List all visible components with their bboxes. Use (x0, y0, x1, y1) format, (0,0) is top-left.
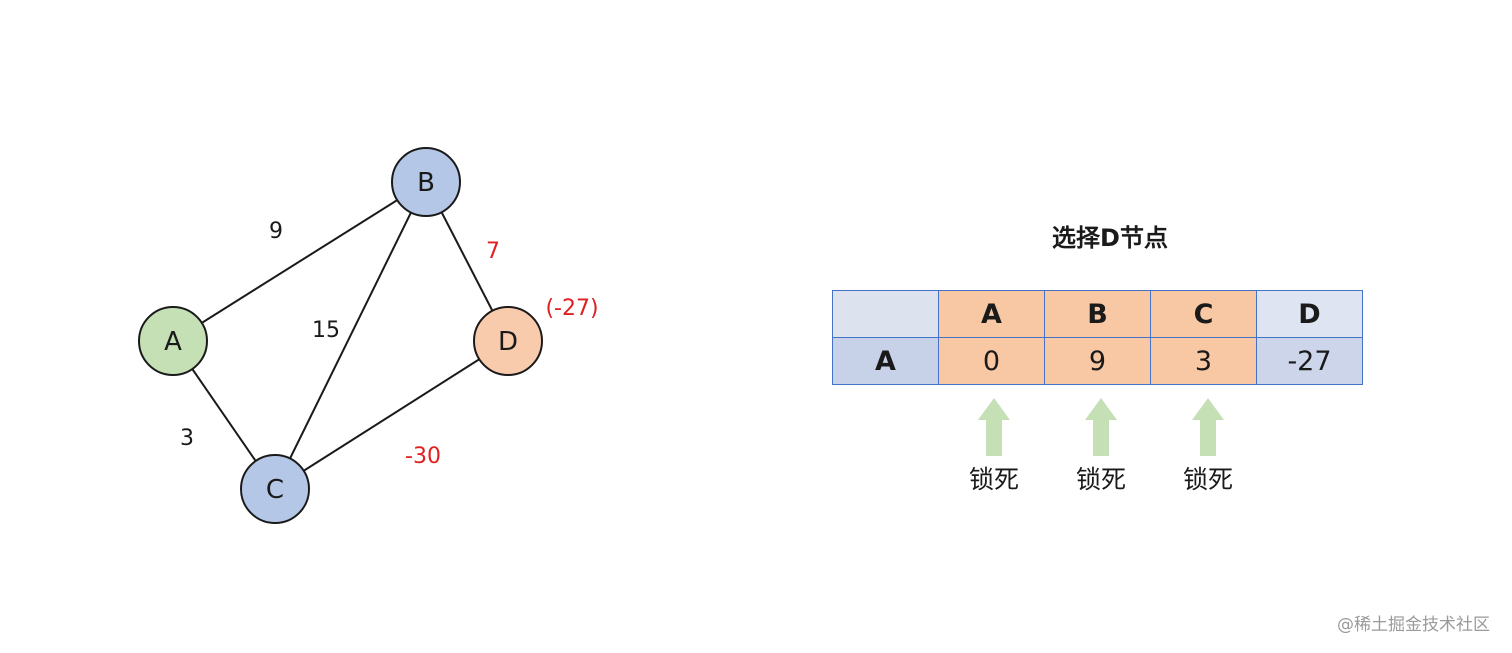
lock-label: 锁死 (1182, 465, 1233, 494)
table-corner-cell (832, 290, 939, 338)
node-circle (240, 454, 310, 524)
lock-label: 锁死 (968, 465, 1019, 494)
node-circle (391, 147, 461, 217)
edge-a-b (172, 181, 427, 342)
edge-weight-c-d: -30 (405, 444, 441, 469)
watermark: @稀土掘金技术社区 (1337, 615, 1490, 635)
edge-c-d (274, 340, 509, 490)
node-label: B (417, 168, 435, 198)
table-header-d: D (1256, 290, 1363, 338)
edge-weight-a-b: 9 (269, 219, 283, 244)
node-b: B (391, 147, 461, 217)
node-a: A (138, 306, 208, 376)
node-circle (138, 306, 208, 376)
node-d-annotation: (-27) (545, 296, 598, 321)
edge-weight-b-d: 7 (486, 239, 500, 264)
table-cell-d: -27 (1256, 337, 1363, 385)
node-label: C (266, 475, 284, 505)
lock-marker-b: 锁死 (1061, 398, 1141, 496)
edge-weight-a-c: 3 (180, 426, 194, 451)
node-label: D (498, 327, 518, 357)
table-header-c: C (1150, 290, 1257, 338)
table-cell-a: 0 (938, 337, 1045, 385)
node-d: D (473, 306, 543, 376)
edge-weight-b-c: 15 (312, 318, 340, 343)
edge-b-c (274, 181, 427, 490)
table-header-b: B (1044, 290, 1151, 338)
table-row: A 0 9 3 -27 (832, 337, 1363, 385)
node-c: C (240, 454, 310, 524)
table-header-row: A B C D (832, 290, 1363, 338)
distance-table: A B C D A 0 9 3 -27 (832, 290, 1363, 385)
table-cell-b: 9 (1044, 337, 1151, 385)
table-cell-c: 3 (1150, 337, 1257, 385)
up-arrow-icon (1085, 398, 1117, 456)
up-arrow-icon (1192, 398, 1224, 456)
table-title: 选择D节点 (1052, 224, 1168, 252)
lock-marker-c: 锁死 (1168, 398, 1248, 496)
node-label: A (164, 327, 182, 357)
graph-diagram: 9 3 15 7 -30 A B C D (-27) (138, 147, 599, 524)
lock-marker-a: 锁死 (954, 398, 1034, 496)
node-circle (473, 306, 543, 376)
table-row-label: A (832, 337, 939, 385)
table-header-a: A (938, 290, 1045, 338)
lock-label: 锁死 (1075, 465, 1126, 494)
up-arrow-icon (978, 398, 1010, 456)
